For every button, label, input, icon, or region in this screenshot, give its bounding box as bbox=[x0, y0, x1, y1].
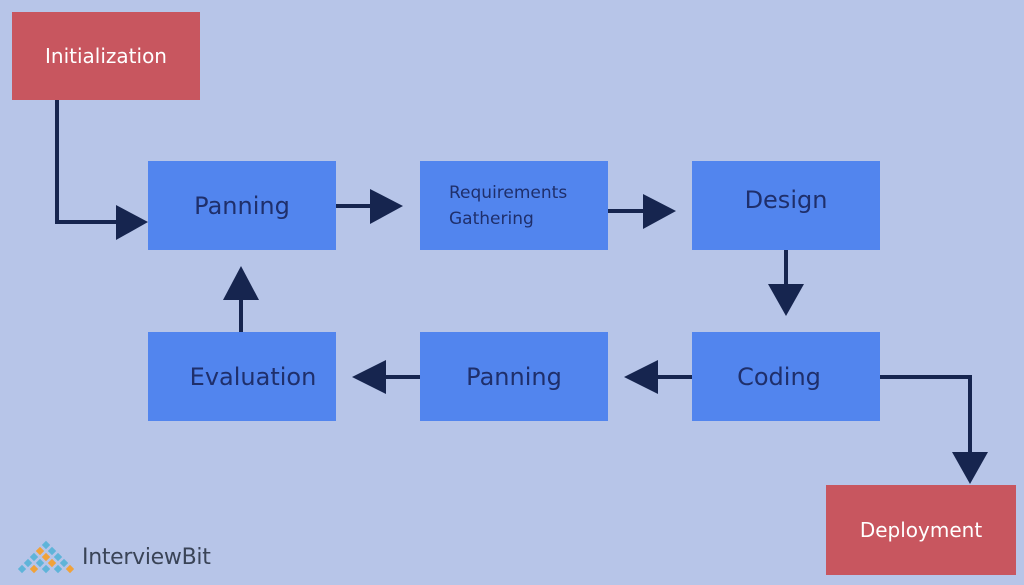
arrowhead-icon bbox=[352, 360, 386, 394]
node-requirements-gathering: Requirements Gathering bbox=[420, 161, 608, 250]
node-label: Requirements Gathering bbox=[449, 182, 568, 229]
node-label: Panning bbox=[194, 191, 290, 220]
edge-coding-to-deployment bbox=[880, 375, 972, 454]
arrowhead-icon bbox=[624, 360, 658, 394]
node-planning-bottom: Panning bbox=[420, 332, 608, 421]
logo-mark-icon bbox=[18, 539, 74, 575]
node-initialization: Initialization bbox=[12, 12, 200, 100]
arrowhead-icon bbox=[952, 452, 988, 484]
node-coding: Coding bbox=[692, 332, 880, 421]
node-label: Design bbox=[744, 186, 828, 214]
logo-text: InterviewBit bbox=[82, 544, 211, 570]
node-label: Panning bbox=[466, 362, 562, 391]
node-design: Design bbox=[692, 161, 880, 250]
node-label: Initialization bbox=[45, 44, 167, 68]
arrowhead-icon bbox=[768, 284, 804, 316]
node-label: Coding bbox=[737, 362, 821, 391]
node-deployment: Deployment bbox=[826, 485, 1016, 575]
node-label: Evaluation bbox=[189, 362, 317, 391]
arrowhead-icon bbox=[116, 205, 148, 240]
node-label: Deployment bbox=[859, 518, 983, 542]
edge-initialization-to-planning bbox=[55, 100, 118, 224]
interviewbit-logo: InterviewBit bbox=[18, 538, 211, 576]
node-planning-top: Panning bbox=[148, 161, 336, 250]
node-evaluation: Evaluation bbox=[148, 332, 336, 421]
arrowhead-icon bbox=[223, 266, 259, 300]
arrowhead-icon bbox=[370, 189, 403, 224]
arrowhead-icon bbox=[643, 194, 676, 229]
